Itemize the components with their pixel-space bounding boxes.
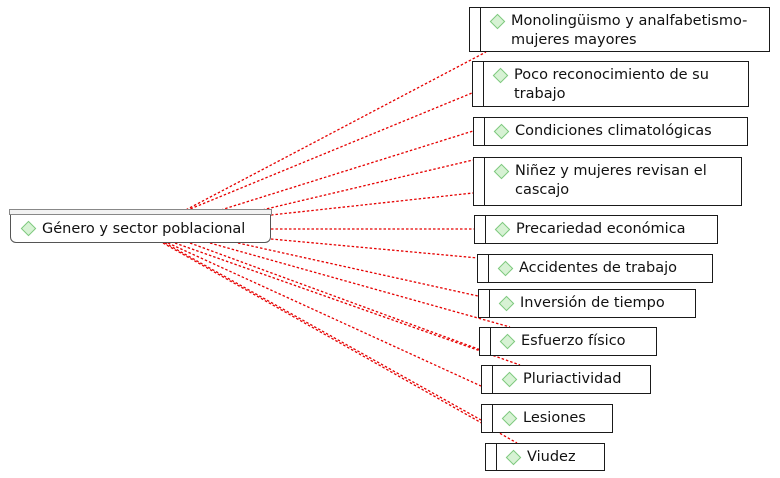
connector-line xyxy=(177,92,473,215)
child-node-lesiones[interactable]: Lesiones xyxy=(481,404,613,433)
child-node-label: Monolingüismo y analfabetismo-mujeres ma… xyxy=(511,13,748,48)
green-diamond-icon xyxy=(492,67,509,84)
child-node-label: Esfuerzo físico xyxy=(521,333,626,349)
child-node-label: Condiciones climatológicas xyxy=(515,123,712,139)
child-node-label: Inversión de tiempo xyxy=(520,295,665,311)
connector-line xyxy=(270,238,479,259)
connector-line xyxy=(237,242,479,297)
connector-line xyxy=(164,242,482,421)
child-node-viudez[interactable]: Viudez xyxy=(485,443,605,471)
connector-line xyxy=(270,192,474,216)
child-node-label: Poco reconocimiento de su trabajo xyxy=(514,67,709,102)
green-diamond-icon xyxy=(497,260,514,277)
connector-line xyxy=(174,242,521,366)
green-diamond-icon xyxy=(501,410,518,427)
child-node-label: Accidentes de trabajo xyxy=(519,260,677,276)
child-node-label: Lesiones xyxy=(523,410,586,426)
green-diamond-icon xyxy=(489,13,506,30)
root-node-label: Género y sector poblacional xyxy=(42,220,246,237)
green-diamond-icon xyxy=(493,123,510,140)
green-diamond-icon xyxy=(498,295,515,312)
green-diamond-icon xyxy=(505,449,522,465)
root-node-tab xyxy=(9,209,272,215)
green-diamond-icon xyxy=(501,371,518,388)
connector-line xyxy=(207,130,474,215)
connector-line xyxy=(244,159,474,215)
child-node-precariedad-economica[interactable]: Precariedad económica xyxy=(474,215,718,244)
connector-line xyxy=(177,51,487,215)
connector-line xyxy=(162,242,518,444)
child-node-label: Pluriactividad xyxy=(523,371,622,387)
green-diamond-icon xyxy=(493,163,510,180)
connector-line xyxy=(189,242,482,351)
root-node-genero-y-sector[interactable]: Género y sector poblacional xyxy=(9,209,272,243)
child-node-esfuerzo-fisico[interactable]: Esfuerzo físico xyxy=(479,327,657,356)
child-node-inversion-de-tiempo[interactable]: Inversión de tiempo xyxy=(478,289,696,318)
green-diamond-icon xyxy=(499,333,516,350)
green-diamond-icon xyxy=(20,220,37,237)
child-node-monolinguismo[interactable]: Monolingüismo y analfabetismo-mujeres ma… xyxy=(469,7,770,52)
connector-line xyxy=(167,242,482,387)
green-diamond-icon xyxy=(494,221,511,238)
child-node-pluriactividad[interactable]: Pluriactividad xyxy=(481,365,651,394)
child-node-condiciones-climatologicas[interactable]: Condiciones climatológicas xyxy=(473,117,748,146)
child-node-accidentes-de-trabajo[interactable]: Accidentes de trabajo xyxy=(477,254,713,283)
connector-line xyxy=(209,242,511,328)
child-node-label: Precariedad económica xyxy=(516,221,686,237)
child-node-poco-reconocimiento[interactable]: Poco reconocimiento de su trabajo xyxy=(472,61,749,107)
child-node-label: Viudez xyxy=(527,448,576,465)
child-node-ninez-y-mujeres[interactable]: Niñez y mujeres revisan el cascajo xyxy=(473,157,742,206)
child-node-label: Niñez y mujeres revisan el cascajo xyxy=(515,163,707,198)
